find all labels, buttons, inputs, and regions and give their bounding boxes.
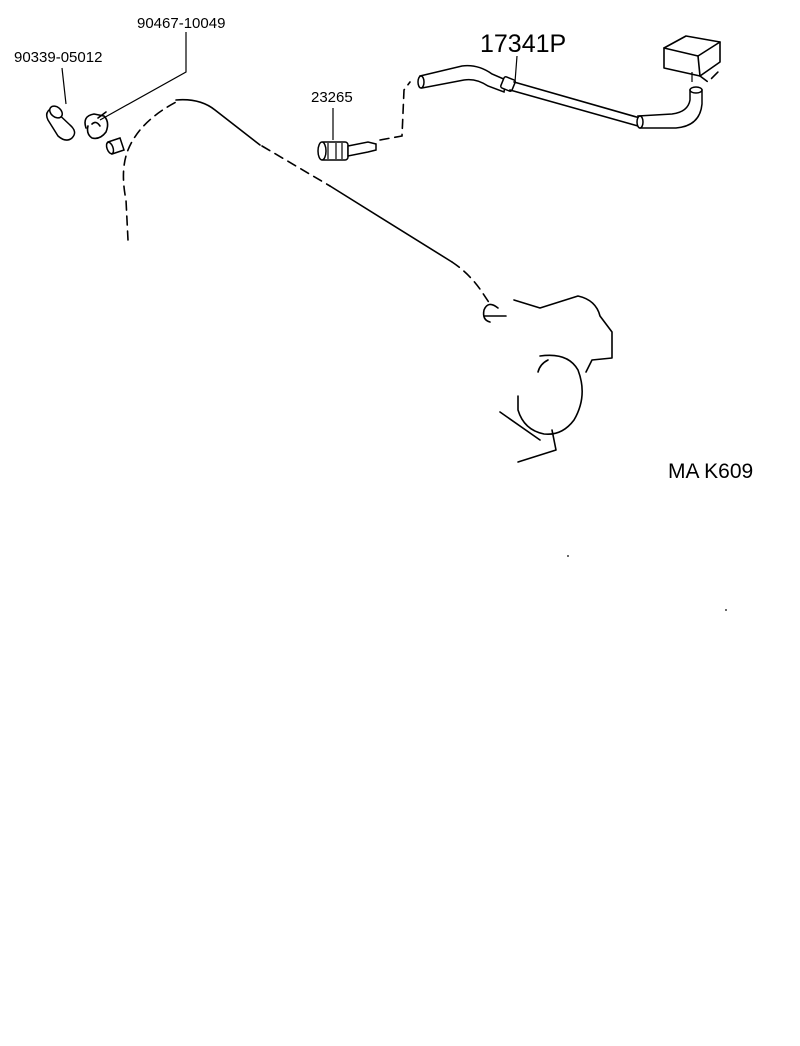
plug-90339-05012 xyxy=(45,105,76,141)
vent-cap xyxy=(663,35,721,84)
part-label-90339-05012: 90339-05012 xyxy=(14,49,102,66)
valve-23265 xyxy=(317,141,377,161)
hose-17341P xyxy=(417,35,721,129)
scan-dot xyxy=(567,555,569,557)
scan-dot xyxy=(725,609,727,611)
connection-dashed xyxy=(379,81,411,141)
part-label-90467-10049: 90467-10049 xyxy=(137,15,225,32)
engine-outline xyxy=(122,98,613,463)
clip-90467-10049 xyxy=(84,111,109,140)
part-label-17341P: 17341P xyxy=(480,30,566,58)
part-label-23265: 23265 xyxy=(311,89,353,106)
reference-code: MA K609 xyxy=(668,460,753,483)
hose-nipple xyxy=(105,137,125,155)
leader-lines xyxy=(61,32,518,140)
